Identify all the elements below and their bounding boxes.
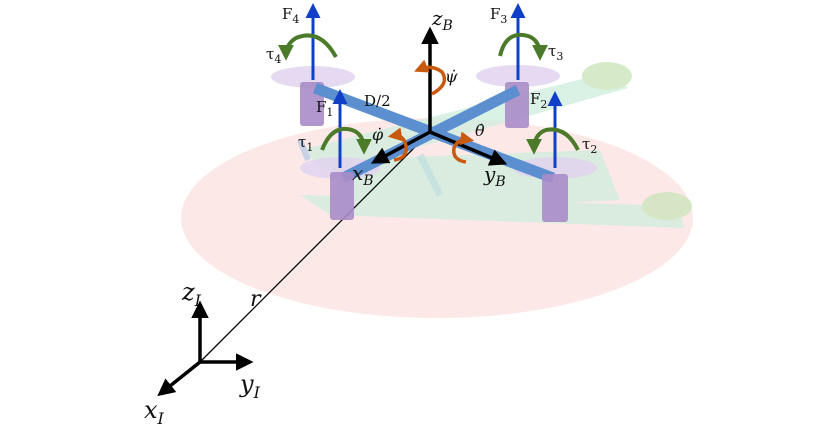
label-psi-dot: ψ̇ [445, 67, 458, 86]
label-phi-dot: φ̇ [372, 125, 384, 144]
label-xB: xB [352, 161, 374, 189]
torque-arrow-4 [278, 33, 338, 61]
label-tau1: τ1 [298, 133, 313, 154]
roll-rate-arrow [387, 127, 408, 162]
label-tau3: τ3 [548, 42, 563, 63]
body-axis-y [429, 130, 508, 166]
pitch-rate-arrow [452, 131, 475, 164]
label-r: r [250, 287, 262, 312]
motor-1 [330, 172, 354, 220]
position-vector-r [199, 131, 431, 363]
label-tau2: τ2 [582, 135, 597, 156]
label-F1: F1 [316, 98, 333, 119]
label-F4: F4 [282, 5, 299, 26]
motor-2 [542, 174, 568, 222]
label-yI: yI [239, 370, 261, 402]
label-tau4: τ4 [266, 45, 281, 66]
label-arm-length: D/2 [364, 92, 391, 110]
inertial-axis-x [157, 360, 202, 397]
torque-arrow-2 [526, 127, 580, 155]
label-zI: zI [181, 278, 202, 310]
label-F2: F2 [530, 90, 547, 111]
torque-arrow-3 [498, 33, 548, 61]
label-zB: zB [431, 6, 453, 34]
label-yB: yB [483, 162, 506, 190]
body-axis-x [370, 130, 431, 164]
torque-arrow-1 [320, 127, 372, 155]
label-F3: F3 [490, 5, 507, 26]
label-theta-dot: θ̇ [475, 121, 485, 140]
label-xI: xI [144, 396, 165, 426]
yaw-rate-arrow [414, 59, 447, 96]
